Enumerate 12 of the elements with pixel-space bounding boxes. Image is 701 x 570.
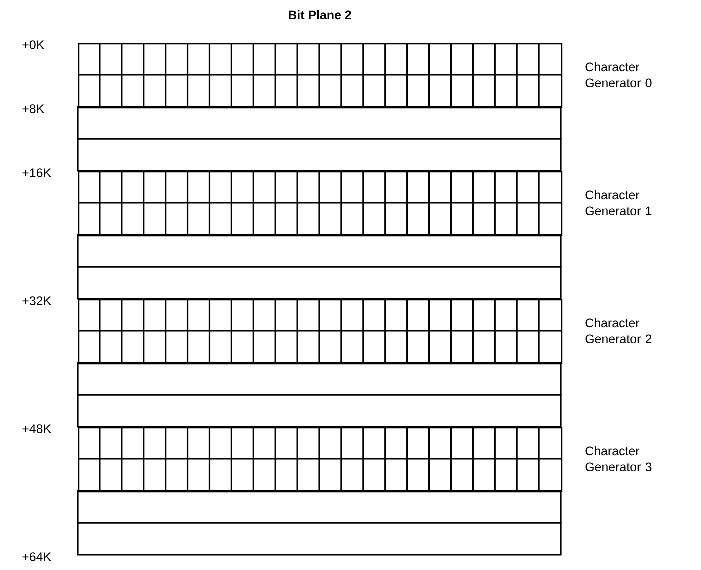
generator-label: Character Generator 1 (586, 190, 652, 216)
title: Bit Plane 2 (289, 10, 352, 20)
generator-label: Character Generator 2 (586, 318, 652, 344)
grid-band (78, 43, 563, 109)
grid-band (78, 426, 563, 493)
offset-label: +64K (22, 552, 52, 562)
grid-band (78, 298, 563, 365)
generator-label: Character Generator 3 (586, 446, 652, 472)
grid-band (78, 170, 563, 237)
offset-label: +0K (22, 40, 44, 50)
offset-label: +8K (22, 104, 44, 114)
generator-label: Character Generator 0 (586, 62, 652, 88)
